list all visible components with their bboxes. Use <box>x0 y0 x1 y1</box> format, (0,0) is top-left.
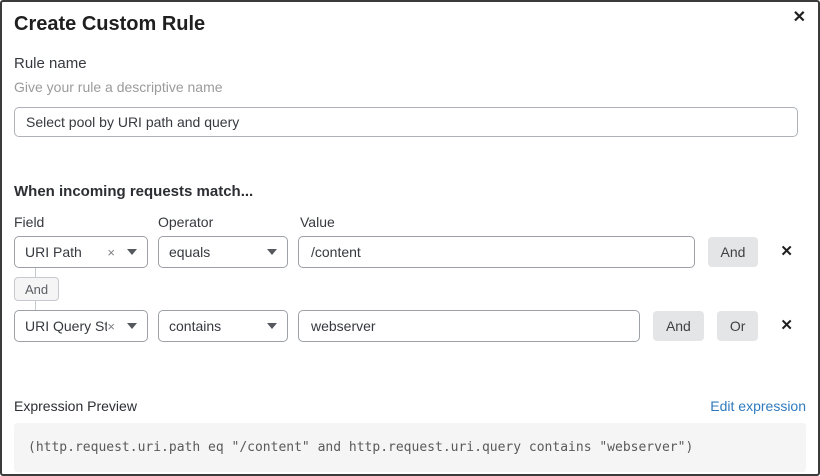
clear-selection-icon[interactable]: × <box>107 318 115 334</box>
expression-preview-label: Expression Preview <box>14 398 137 414</box>
add-or-condition-button-row2[interactable]: Or <box>716 311 759 341</box>
expression-code: (http.request.uri.path eq "/content" and… <box>14 423 806 472</box>
chevron-down-icon <box>127 323 137 329</box>
delete-row-icon[interactable]: ✕ <box>780 243 793 260</box>
delete-row-icon[interactable]: ✕ <box>780 317 793 334</box>
operator-select-row1[interactable]: equals <box>158 236 288 268</box>
edit-expression-link[interactable]: Edit expression <box>710 398 806 414</box>
value-column-label: Value <box>300 214 335 230</box>
clear-selection-icon[interactable]: × <box>107 244 115 260</box>
operator-select-value: equals <box>169 244 211 260</box>
field-select-value: URI Path <box>25 244 82 260</box>
field-select-row2[interactable]: URI Query St... × <box>14 310 148 342</box>
chevron-down-icon <box>127 249 137 255</box>
field-column-label: Field <box>14 214 45 230</box>
rule-name-helper: Give your rule a descriptive name <box>14 79 223 95</box>
chevron-down-icon <box>267 249 277 255</box>
value-input-row1[interactable] <box>298 236 695 268</box>
operator-column-label: Operator <box>158 214 214 230</box>
add-and-condition-button-row1[interactable]: And <box>707 237 759 267</box>
value-input-row2[interactable] <box>298 310 640 342</box>
expression-preview-header: Expression Preview Edit expression <box>14 398 806 414</box>
rule-name-input[interactable] <box>14 107 798 137</box>
field-select-row1[interactable]: URI Path × <box>14 236 148 268</box>
connector-and-badge: And <box>14 277 60 301</box>
condition-connector: And <box>14 268 806 310</box>
operator-select-row2[interactable]: contains <box>158 310 288 342</box>
match-row-1: URI Path × equals And ✕ <box>14 236 806 268</box>
close-icon[interactable]: ✕ <box>792 9 806 26</box>
match-column-labels: Field Operator Value <box>14 214 806 230</box>
field-select-value: URI Query St... <box>25 318 108 334</box>
rule-name-label: Rule name <box>14 55 87 72</box>
operator-select-value: contains <box>169 318 222 334</box>
chevron-down-icon <box>267 323 277 329</box>
dialog-title: Create Custom Rule <box>14 13 206 35</box>
add-and-condition-button-row2[interactable]: And <box>652 311 704 341</box>
match-heading: When incoming requests match... <box>14 183 254 200</box>
match-row-2: URI Query St... × contains And Or ✕ <box>14 310 806 342</box>
